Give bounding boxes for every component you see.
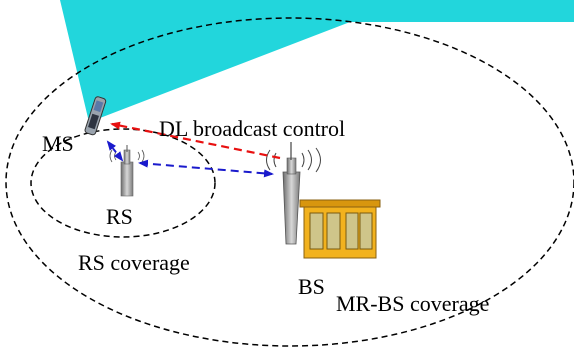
mrbs-coverage-ellipse — [5, 17, 574, 347]
rs-coverage-ellipse — [30, 128, 216, 238]
bs-label: BS — [298, 274, 325, 299]
rs-bs-link-arrow — [138, 159, 274, 178]
base-station-tower-icon — [282, 142, 301, 245]
mrbs-coverage-label: MR-BS coverage — [336, 291, 489, 316]
building-icon — [299, 199, 381, 259]
rs-label: RS — [106, 204, 133, 229]
dl-broadcast-arrow — [110, 121, 281, 160]
rs-coverage-label: RS coverage — [78, 250, 190, 275]
handset-icon — [84, 96, 107, 136]
dl-broadcast-control-label: DL broadcast control — [159, 116, 345, 141]
relay-tower-icon — [120, 145, 134, 197]
ms-label: MS — [42, 131, 74, 156]
coverage-beam-shape — [0, 0, 574, 118]
ms-rs-link-arrow — [106, 140, 124, 162]
